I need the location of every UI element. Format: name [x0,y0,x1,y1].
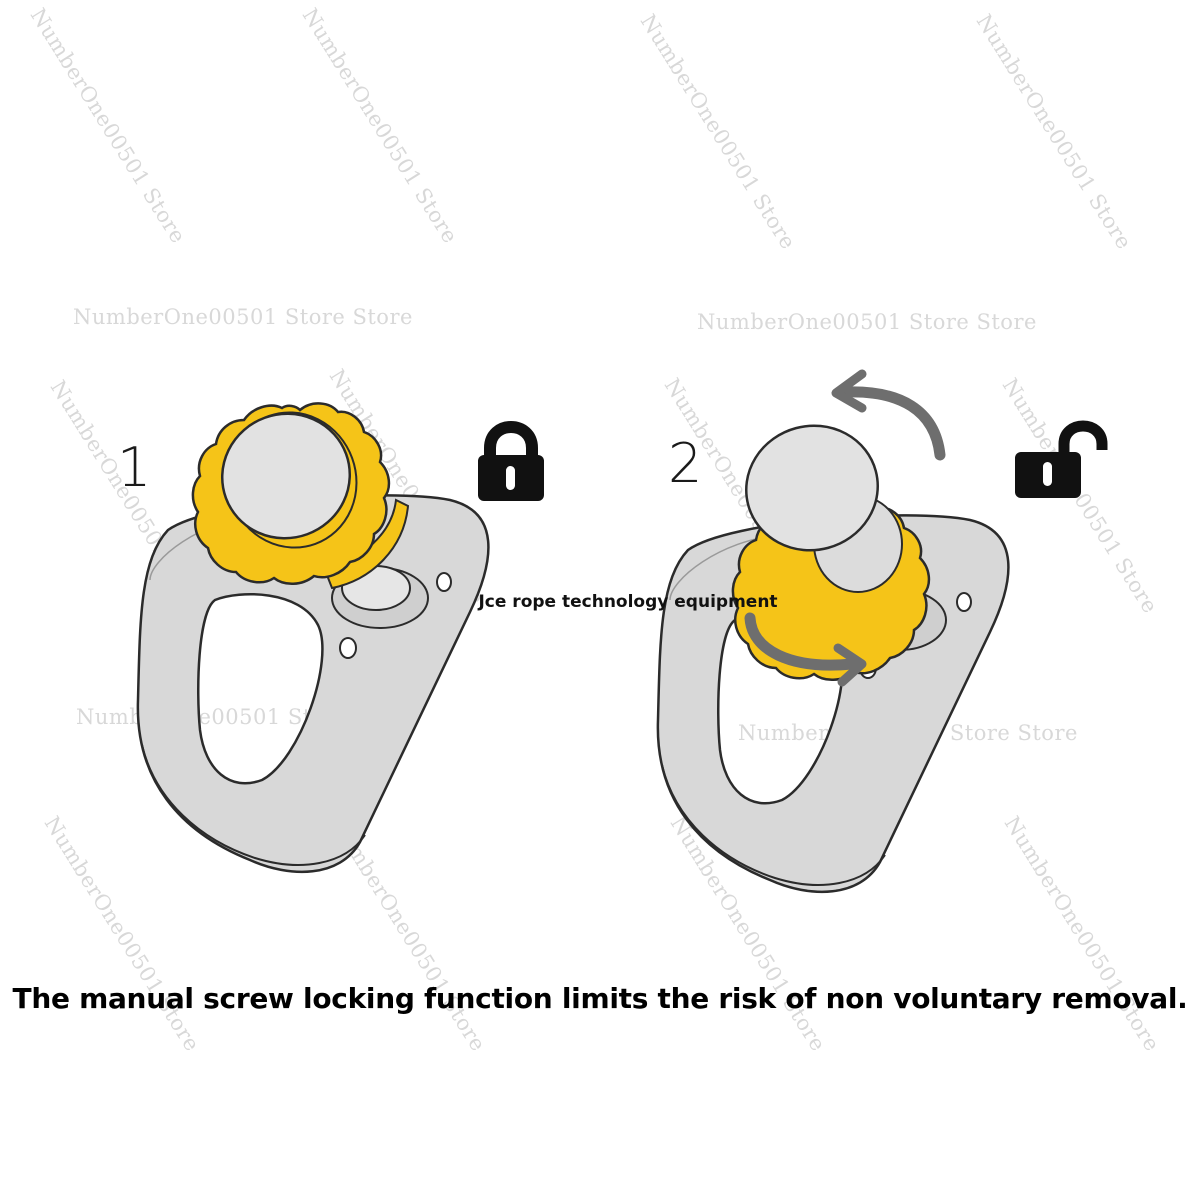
arrowhead-top [831,369,867,413]
cap-1 [220,412,352,540]
step-number-1: 1 [117,436,152,499]
lock-open-icon [1015,420,1108,498]
rotate-arrow-bottom [744,612,858,671]
overlay-label: Jce rope technology equipment [478,592,778,612]
cap-2 [745,424,879,552]
step-number-2: 2 [668,432,703,495]
arrowhead-bottom [833,643,867,687]
rotate-arrow-top [839,386,946,461]
watermark: NumberOne00501 Store Store [697,310,1037,334]
lock-closed-icon [478,421,544,501]
watermark: NumberOne00501 Store Store [73,305,413,329]
caption: The manual screw locking function limits… [12,982,1188,1015]
